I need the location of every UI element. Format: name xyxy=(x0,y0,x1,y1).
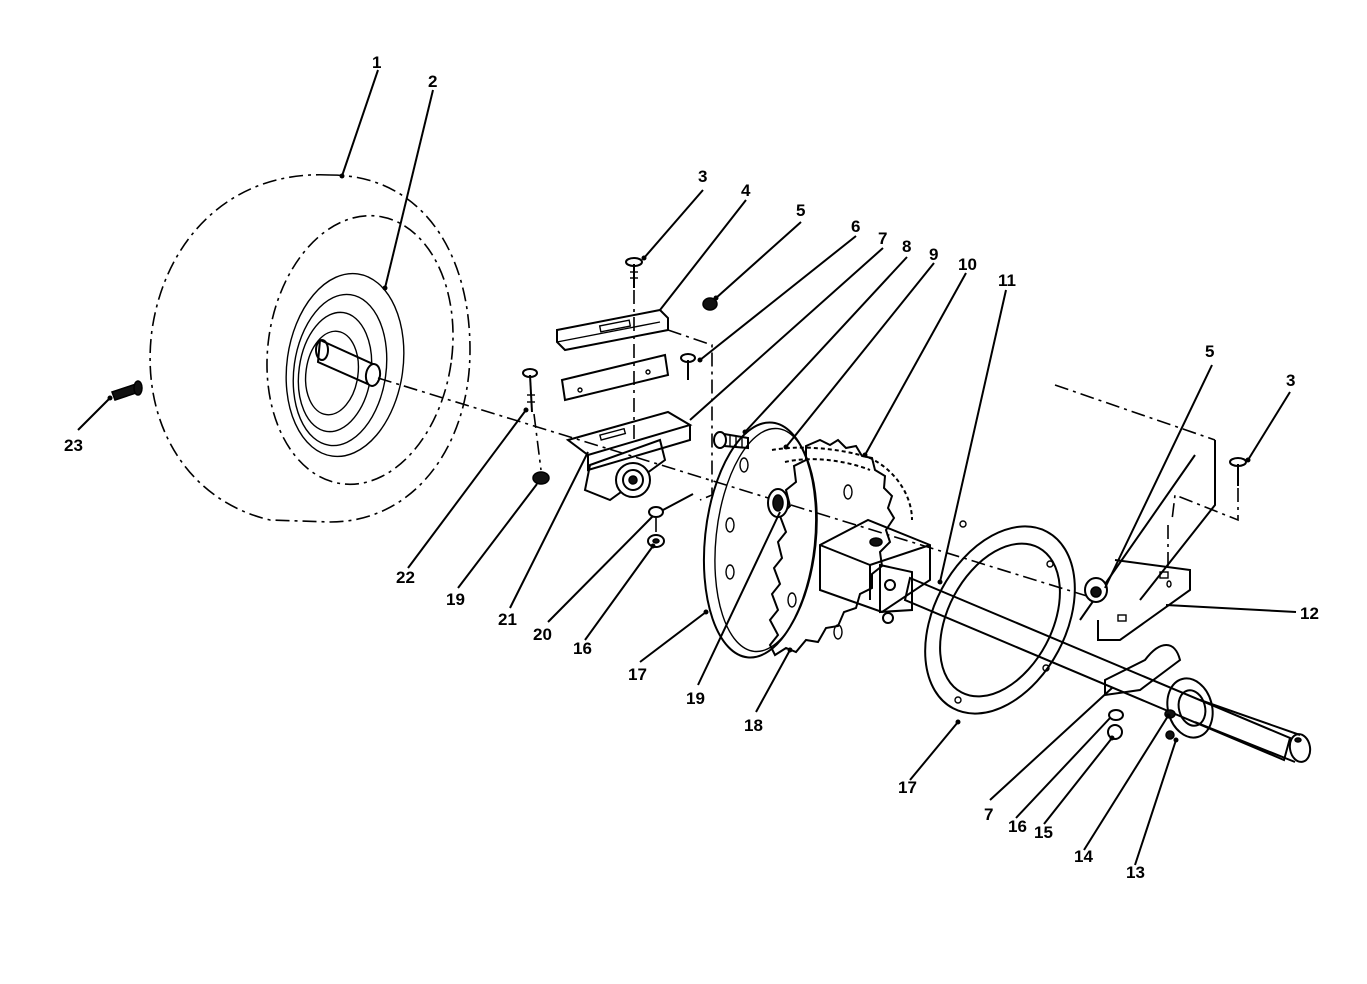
callout-9: 9 xyxy=(929,245,938,264)
callout-5b: 5 xyxy=(1205,342,1214,361)
callout-3b: 3 xyxy=(1286,371,1295,390)
callout-22: 22 xyxy=(396,568,415,587)
callout-3: 3 xyxy=(698,167,707,186)
disc-ring-17 xyxy=(924,520,1076,715)
callout-16b: 16 xyxy=(1008,817,1027,836)
callout-13: 13 xyxy=(1126,863,1145,882)
bolt-22 xyxy=(522,368,538,413)
callout-20: 20 xyxy=(533,625,552,644)
frame-mount-bracket xyxy=(1054,384,1247,740)
callout-16: 16 xyxy=(573,639,592,658)
bolt-23 xyxy=(111,380,143,401)
callout-1: 1 xyxy=(372,53,381,72)
callout-19b: 19 xyxy=(686,689,705,708)
callout-2: 2 xyxy=(428,72,437,91)
callout-14: 14 xyxy=(1074,847,1093,866)
callout-12: 12 xyxy=(1300,604,1319,623)
axis-centerline xyxy=(377,377,1101,601)
bolt-3-top xyxy=(625,257,643,288)
callout-10: 10 xyxy=(958,255,977,274)
bolt-8 xyxy=(713,431,749,450)
callout-7: 7 xyxy=(878,229,887,248)
callout-11: 11 xyxy=(998,271,1016,290)
callout-18: 18 xyxy=(744,716,763,735)
callout-19: 19 xyxy=(446,590,465,609)
callout-5: 5 xyxy=(796,201,805,220)
leader-dots xyxy=(107,173,1251,743)
bolt-3-right xyxy=(1229,457,1247,486)
bearing-bracket-group xyxy=(522,257,718,548)
callout-23: 23 xyxy=(64,436,83,455)
wheel-tire-assembly xyxy=(149,174,471,523)
callout-labels: 1 2 3 4 5 6 7 8 9 10 11 5 3 12 23 22 19 … xyxy=(64,53,1319,882)
callout-21: 21 xyxy=(498,610,517,629)
callout-4: 4 xyxy=(741,181,751,200)
leader-lines xyxy=(77,69,1297,866)
bolt-6 xyxy=(680,353,696,380)
callout-17b: 17 xyxy=(898,778,917,797)
eyebolt-20 xyxy=(648,493,694,518)
hub-sprocket-assembly xyxy=(702,421,913,659)
gearbox-axle xyxy=(819,518,1312,763)
callout-15: 15 xyxy=(1034,823,1053,842)
callout-8: 8 xyxy=(902,237,911,256)
callout-17: 17 xyxy=(628,665,647,684)
callout-7b: 7 xyxy=(984,805,993,824)
callout-6: 6 xyxy=(851,217,860,236)
